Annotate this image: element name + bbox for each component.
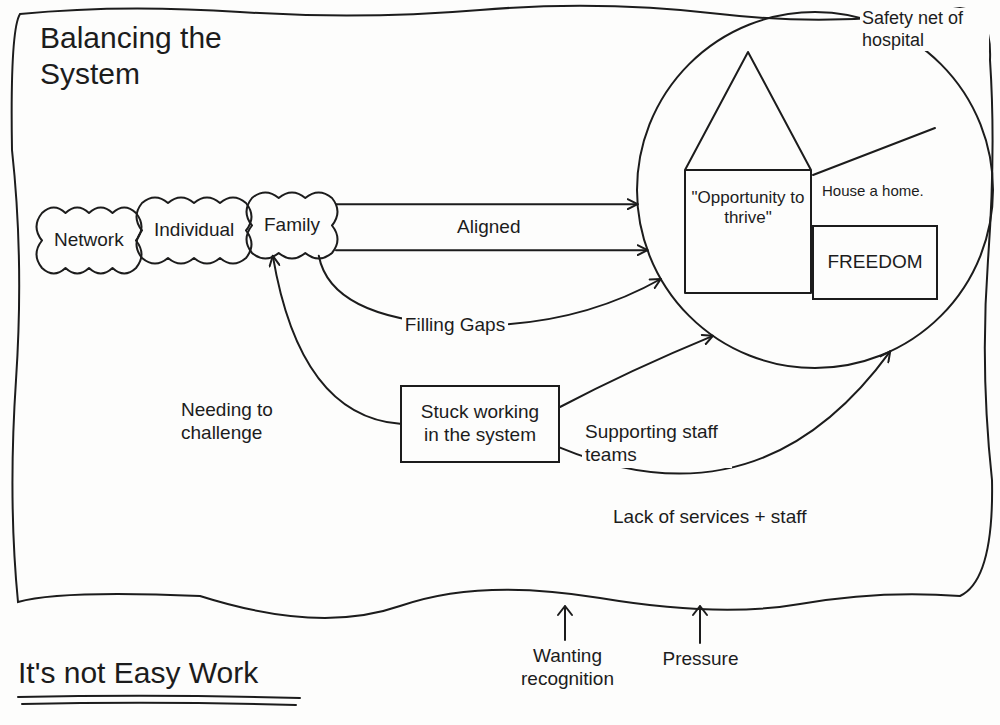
cloud-shape: Network <box>34 205 144 276</box>
node-text: Stuck working in the system <box>414 401 546 447</box>
node-text: Network <box>34 205 144 276</box>
pointer-arrow <box>693 606 707 643</box>
label-slot: Pressure <box>648 648 753 671</box>
node-heading: Safety net of hospital <box>860 8 989 51</box>
house-shape: "Opportunity to thrive" <box>683 50 813 295</box>
diagram-title: Balancing the System <box>40 20 275 92</box>
connector-arrow <box>336 203 638 205</box>
cloud-shape: Family <box>244 190 340 261</box>
edge-label-slot: Supporting staff teams <box>582 420 732 468</box>
label-slot: Wanting recognition <box>500 645 635 691</box>
connector-arrow <box>273 256 400 424</box>
roof-note: House a home. <box>822 182 924 200</box>
connector-arrow <box>560 336 713 407</box>
house-outline <box>683 50 813 295</box>
pointer-note: Wanting recognition <box>500 645 635 691</box>
label-slot: It's not Easy Work <box>18 655 258 691</box>
cloud-shape: Individual <box>134 195 254 266</box>
pointer-arrow <box>558 606 572 640</box>
node-text: Family <box>244 190 340 261</box>
extension-box: FREEDOM <box>812 225 938 300</box>
node-text: FREEDOM <box>828 251 923 274</box>
node-text: "Opportunity to thrive" <box>689 188 807 229</box>
edge-label-slot: Lack of services + staff <box>610 505 809 530</box>
edge-label-slot: Needing to challenge <box>178 398 288 446</box>
edge-label: Aligned <box>454 215 523 240</box>
wavy-boundary <box>12 6 993 618</box>
circle-outline <box>635 10 995 370</box>
house-line <box>685 52 811 293</box>
node-text: Individual <box>134 195 254 266</box>
underline <box>18 696 300 698</box>
pointer-note: Pressure <box>648 648 753 671</box>
circle-line <box>637 12 993 368</box>
connector-arrow <box>560 351 890 473</box>
title-slot: Balancing the System <box>40 20 275 92</box>
edge-label: Needing to challenge <box>178 398 288 446</box>
label-slot: House a home. <box>822 182 924 200</box>
edge-label-slot: Aligned <box>454 215 523 240</box>
footer-note: It's not Easy Work <box>18 655 258 691</box>
lean-to-roof-line <box>813 128 935 175</box>
safety-net-circle: Safety net of hospital "Opportunity to th… <box>635 10 995 370</box>
edge-label: Lack of services + staff <box>610 505 809 530</box>
process-box: Stuck working in the system <box>400 385 560 463</box>
edge-label: Filling Gaps <box>402 313 508 338</box>
underline <box>22 703 296 705</box>
connector-arrow <box>336 249 648 251</box>
edge-label-slot: Filling Gaps <box>402 313 508 338</box>
edge-label: Supporting staff teams <box>582 420 732 468</box>
